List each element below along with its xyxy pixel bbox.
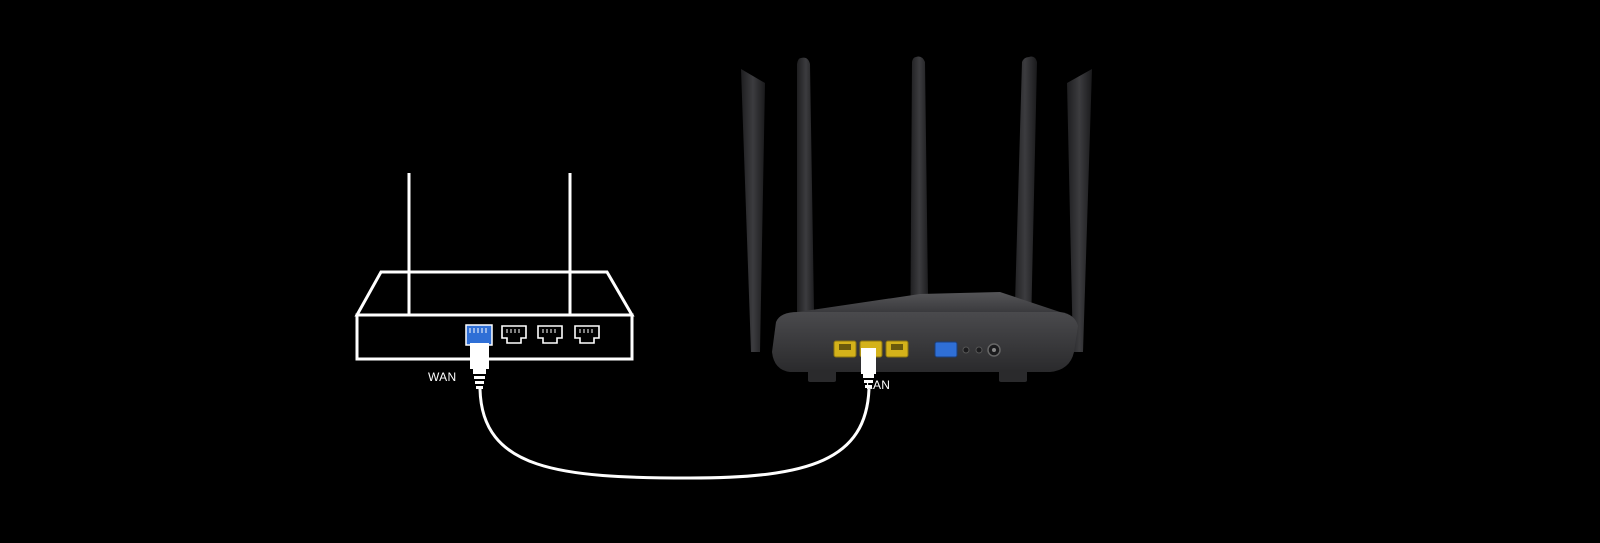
wan-plug-icon [470,343,489,389]
antenna-4 [1013,56,1037,373]
line-art-router-icon [354,173,635,361]
ethernet-cable-icon [478,388,871,480]
router-front-outline [355,313,634,361]
antenna-1 [741,69,765,352]
router-foot-right [999,370,1027,382]
router-reset-button [962,346,970,354]
antenna-5 [1067,69,1092,352]
wan-port-icon [465,324,493,346]
router-top-surface [798,292,1060,312]
lan-ports-outline-icon [501,325,600,344]
antenna-3 [910,56,929,373]
router-top-outline [354,270,635,317]
antenna-2 [797,57,815,372]
router-wan-port [934,341,958,358]
router-back-panel [772,312,1078,372]
wan-label: WAN [428,370,457,384]
lan-plug-icon [861,348,876,388]
dual-band-router-icon [741,56,1092,382]
lan-label: LAN [866,378,891,392]
router-wps-button [975,346,983,354]
router-foot-left [808,370,836,382]
